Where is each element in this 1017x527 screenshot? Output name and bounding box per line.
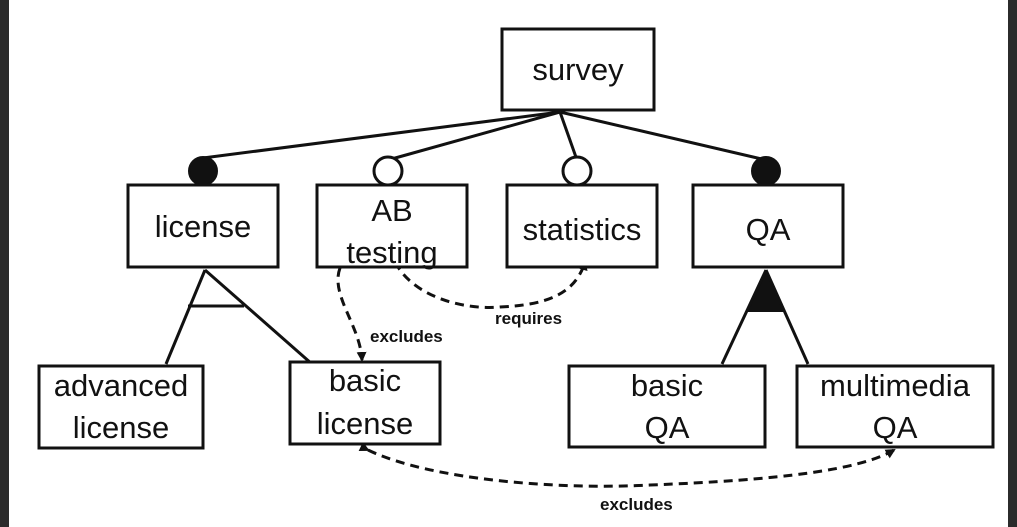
edge-survey-statistics: [558, 111, 579, 161]
feature-statistics: statistics: [505, 183, 659, 269]
feature-box-license: [126, 183, 280, 269]
feature-label-basic-qa-line2: QA: [645, 410, 690, 445]
feature-box-qa: [691, 183, 845, 269]
mandatory-marker-qa: [751, 156, 781, 186]
edge-survey-qa: [559, 110, 767, 162]
feature-box-multimedia-qa: [795, 364, 995, 449]
feature-label-advanced-license-line1: advanced: [54, 368, 188, 403]
edge-survey-license: [202, 110, 561, 160]
feature-basic-license: basic license: [288, 360, 442, 446]
edge-survey-ab-testing: [387, 110, 561, 162]
left-frame-border: [0, 0, 9, 527]
feature-label-statistics: statistics: [523, 212, 642, 247]
right-frame-border: [1008, 0, 1017, 527]
feature-license: license: [126, 183, 280, 269]
or-group-wedge: [746, 270, 785, 312]
feature-qa: QA: [691, 183, 845, 269]
feature-box-statistics: [505, 183, 659, 269]
optional-marker-ab-testing: [372, 155, 404, 187]
optional-marker-statistics: [561, 155, 593, 187]
feature-label-multimedia-qa-line1: multimedia: [820, 368, 971, 403]
feature-advanced-license: advanced license: [37, 364, 205, 450]
or-group-qa: [720, 269, 810, 365]
excludes-arrow-basic-license-multimedia-qa: [358, 442, 896, 488]
feature-ab-testing: AB testing: [315, 183, 469, 270]
feature-multimedia-qa: multimedia QA: [795, 364, 995, 449]
feature-label-ab-testing-line2: testing: [346, 235, 437, 270]
feature-label-qa: QA: [746, 212, 791, 247]
feature-box-basic-qa: [567, 364, 767, 449]
feature-label-multimedia-qa-line2: QA: [873, 410, 918, 445]
alternative-group-license: [164, 268, 313, 366]
feature-box-basic-license: [288, 360, 442, 446]
feature-box-survey: [500, 27, 656, 112]
excludes-label-ab-basic-license: excludes: [370, 327, 443, 346]
excludes-label-basic-license-multimedia-qa: excludes: [600, 495, 673, 514]
mandatory-marker-license: [188, 156, 218, 186]
excludes-arrow-ab-basic-license: [336, 258, 367, 362]
feature-label-advanced-license-line2: license: [73, 410, 170, 445]
feature-label-survey: survey: [532, 52, 624, 87]
feature-box-ab-testing: [315, 183, 469, 269]
requires-arrow: [393, 260, 588, 309]
feature-box-advanced-license: [37, 364, 205, 450]
requires-label: requires: [495, 309, 562, 328]
feature-label-basic-qa-line1: basic: [631, 368, 703, 403]
feature-basic-qa: basic QA: [567, 364, 767, 449]
feature-label-basic-license-line2: license: [317, 406, 414, 441]
feature-label-basic-license-line1: basic: [329, 363, 401, 398]
survey-child-edges: [202, 110, 767, 162]
feature-label-license: license: [155, 209, 252, 244]
feature-survey: survey: [500, 27, 656, 112]
feature-label-ab-testing-line1: AB: [371, 193, 412, 228]
